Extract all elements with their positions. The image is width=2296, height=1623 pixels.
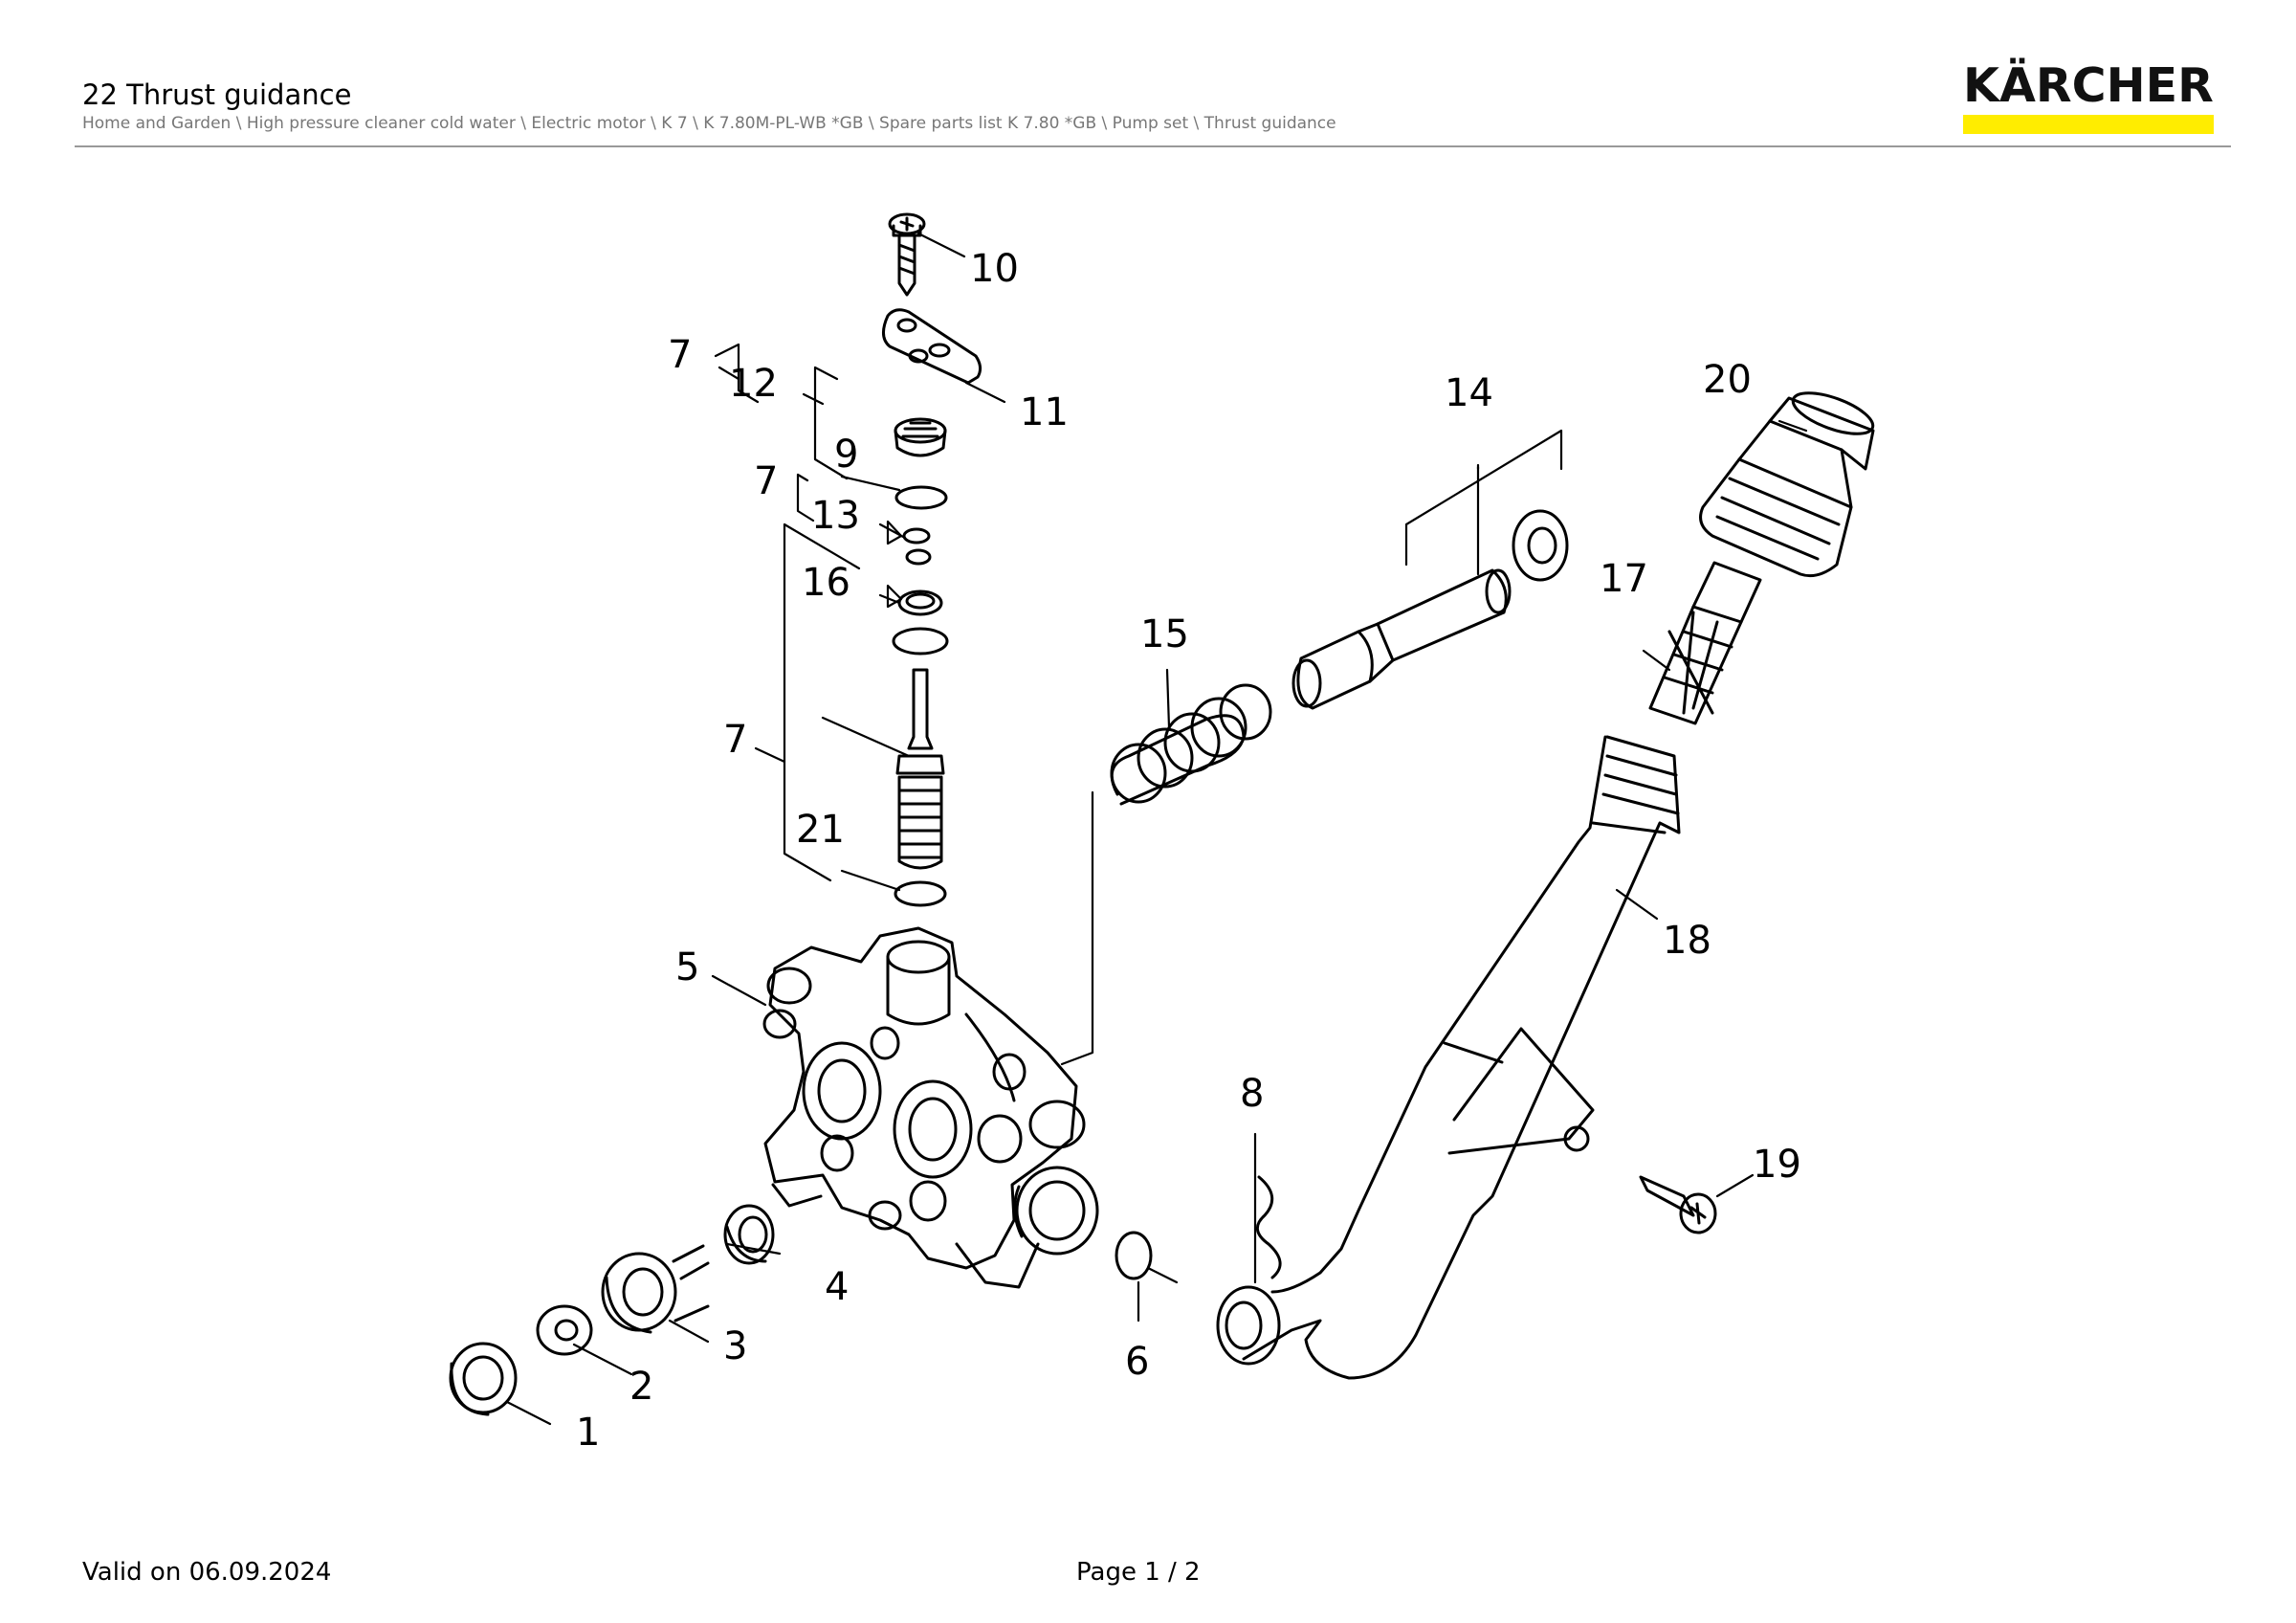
callout-17: 17 (1600, 557, 1648, 601)
part-valve-stem-7 (895, 668, 945, 870)
callout-11: 11 (1020, 390, 1069, 434)
part-o-ring-9 (894, 485, 948, 510)
breadcrumb: Home and Garden \ High pressure cleaner … (82, 114, 1336, 133)
part-coupling-20 (1699, 391, 1875, 578)
callout-21: 21 (796, 808, 845, 852)
leader-lines (505, 232, 1808, 1426)
callout-7c: 7 (723, 718, 747, 762)
part-housing-outlet (1013, 1166, 1099, 1256)
callout-3: 3 (723, 1324, 747, 1368)
part-washer-2 (536, 1304, 593, 1356)
callout-12: 12 (729, 362, 778, 406)
part-clip-8 (1256, 1175, 1282, 1279)
part-filter-17 (1648, 561, 1762, 725)
logo-wordmark: KÄRCHER (1963, 58, 2214, 113)
callout-1: 1 (576, 1411, 600, 1455)
part-clip-ring-14 (1512, 509, 1569, 582)
logo-yellow-bar (1963, 115, 2214, 134)
callout-2: 2 (629, 1365, 653, 1409)
callout-8: 8 (1240, 1072, 1264, 1116)
callout-20: 20 (1703, 358, 1752, 402)
part-o-ring-6 (1115, 1231, 1153, 1280)
callout-18: 18 (1663, 919, 1711, 963)
validity-date: Valid on 06.09.2024 (82, 1558, 332, 1587)
callout-13: 13 (811, 494, 860, 538)
part-screw-19 (1639, 1175, 1717, 1234)
callout-9: 9 (834, 433, 858, 477)
callout-labels: 1 2 3 4 5 6 7 7 7 8 9 10 11 12 13 14 15 … (576, 247, 1801, 1455)
part-o-ring-16b (892, 627, 949, 656)
part-spacer-3 (601, 1244, 710, 1334)
part-spring-15 (1110, 683, 1272, 806)
callout-10: 10 (970, 247, 1019, 291)
part-piston-14 (1292, 568, 1512, 710)
part-o-ring-21 (894, 880, 947, 907)
karcher-logo: KÄRCHER (1963, 61, 2214, 134)
callout-14: 14 (1445, 371, 1493, 415)
part-plate-11 (882, 308, 982, 385)
part-inlet-pipe-18 (1216, 735, 1681, 1380)
part-valve-cap-12 (894, 417, 947, 457)
callout-15: 15 (1140, 612, 1189, 656)
part-seal-4 (723, 1204, 775, 1265)
part-seal-1 (449, 1342, 518, 1416)
part-screw-10 (888, 212, 926, 297)
page-title: 22 Thrust guidance (82, 78, 352, 111)
callout-16: 16 (802, 561, 850, 605)
part-ring-13a (902, 527, 931, 545)
callout-19: 19 (1753, 1143, 1801, 1187)
part-ring-13b (905, 548, 932, 566)
callout-7a: 7 (668, 333, 692, 377)
callout-6: 6 (1125, 1340, 1149, 1384)
part-pump-housing-5 (762, 926, 1086, 1289)
page-indicator: Page 1 / 2 (1076, 1558, 1201, 1587)
callout-7b: 7 (754, 459, 778, 503)
header-divider (75, 145, 2231, 147)
callout-4: 4 (825, 1265, 849, 1309)
callout-5: 5 (675, 945, 699, 989)
part-ring-16 (897, 589, 943, 616)
